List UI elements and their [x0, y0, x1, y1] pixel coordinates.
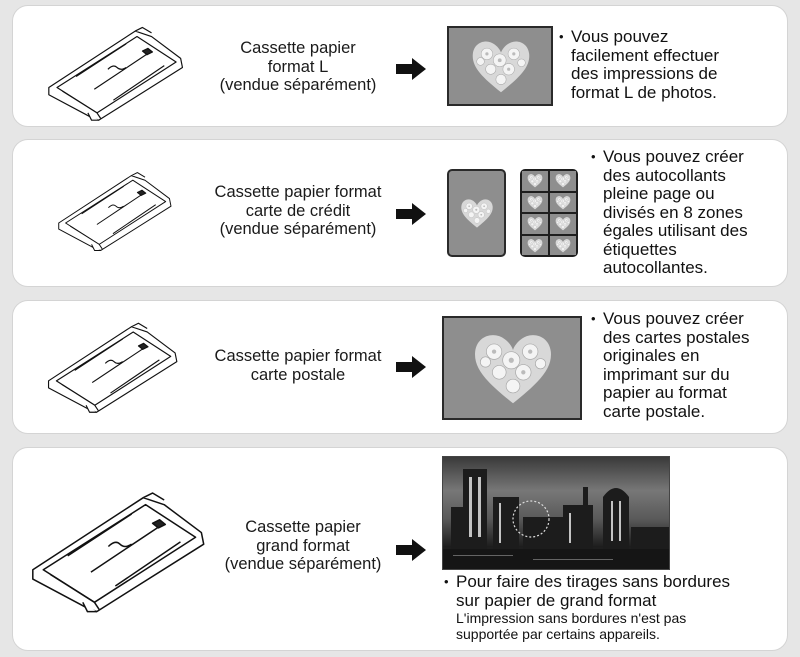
- city-skyline-icon: [443, 469, 669, 569]
- description: • Vous pouvez créer des cartes postales …: [591, 309, 750, 421]
- right-arrow-icon: [396, 539, 426, 561]
- sticker-cell: [550, 171, 576, 191]
- sticker-cell: [522, 214, 548, 234]
- bullet-icon: •: [559, 29, 564, 44]
- right-arrow-icon: [396, 58, 426, 80]
- sticker-cell: [522, 171, 548, 191]
- description: • Pour faire des tirages sans bordures s…: [444, 572, 786, 642]
- bullet-icon: •: [591, 311, 596, 326]
- sticker-cell: [522, 192, 548, 212]
- bullet-icon: •: [444, 574, 449, 589]
- row-credit-card: Cassette papier format carte de crédit (…: [12, 139, 788, 287]
- postcard-heart-photo: [442, 316, 582, 420]
- bullet-icon: •: [591, 149, 596, 164]
- description: • Vous pouvez facilement effectuer des i…: [559, 27, 720, 102]
- cassette-label: Cassette papier format carte postale: [214, 347, 382, 384]
- eight-zone-sticker-grid: [520, 169, 578, 257]
- sticker-cell: [550, 235, 576, 255]
- row-wide-format: Cassette papier grand format (vendue sép…: [12, 447, 788, 651]
- description: • Vous pouvez créer des autocollants ple…: [591, 147, 748, 277]
- row-postcard: Cassette papier format carte postale • V…: [12, 300, 788, 434]
- note: L'impression sans bordures n'est pas sup…: [456, 610, 687, 642]
- flower-heart-icon: [469, 36, 533, 96]
- flower-heart-icon: [470, 328, 556, 408]
- cassette-credit-card-illustration: [51, 168, 181, 252]
- full-page-sticker-photo: [447, 169, 506, 257]
- cassette-wide-illustration: [27, 486, 213, 614]
- night-city-photo: [442, 456, 670, 570]
- cassette-label: Cassette papier format L (vendue séparém…: [219, 39, 377, 94]
- flower-heart-icon: [459, 197, 495, 229]
- cassette-l-illustration: [37, 22, 197, 122]
- right-arrow-icon: [396, 356, 426, 378]
- sticker-cell: [522, 235, 548, 255]
- sticker-cell: [550, 192, 576, 212]
- cassette-label: Cassette papier format carte de crédit (…: [214, 183, 382, 238]
- right-arrow-icon: [396, 203, 426, 225]
- heart-photo: [447, 26, 553, 106]
- cassette-label: Cassette papier grand format (vendue sép…: [224, 518, 382, 573]
- sticker-cell: [550, 214, 576, 234]
- row-format-l: Cassette papier format L (vendue séparém…: [12, 5, 788, 127]
- cassette-postcard-illustration: [39, 318, 189, 414]
